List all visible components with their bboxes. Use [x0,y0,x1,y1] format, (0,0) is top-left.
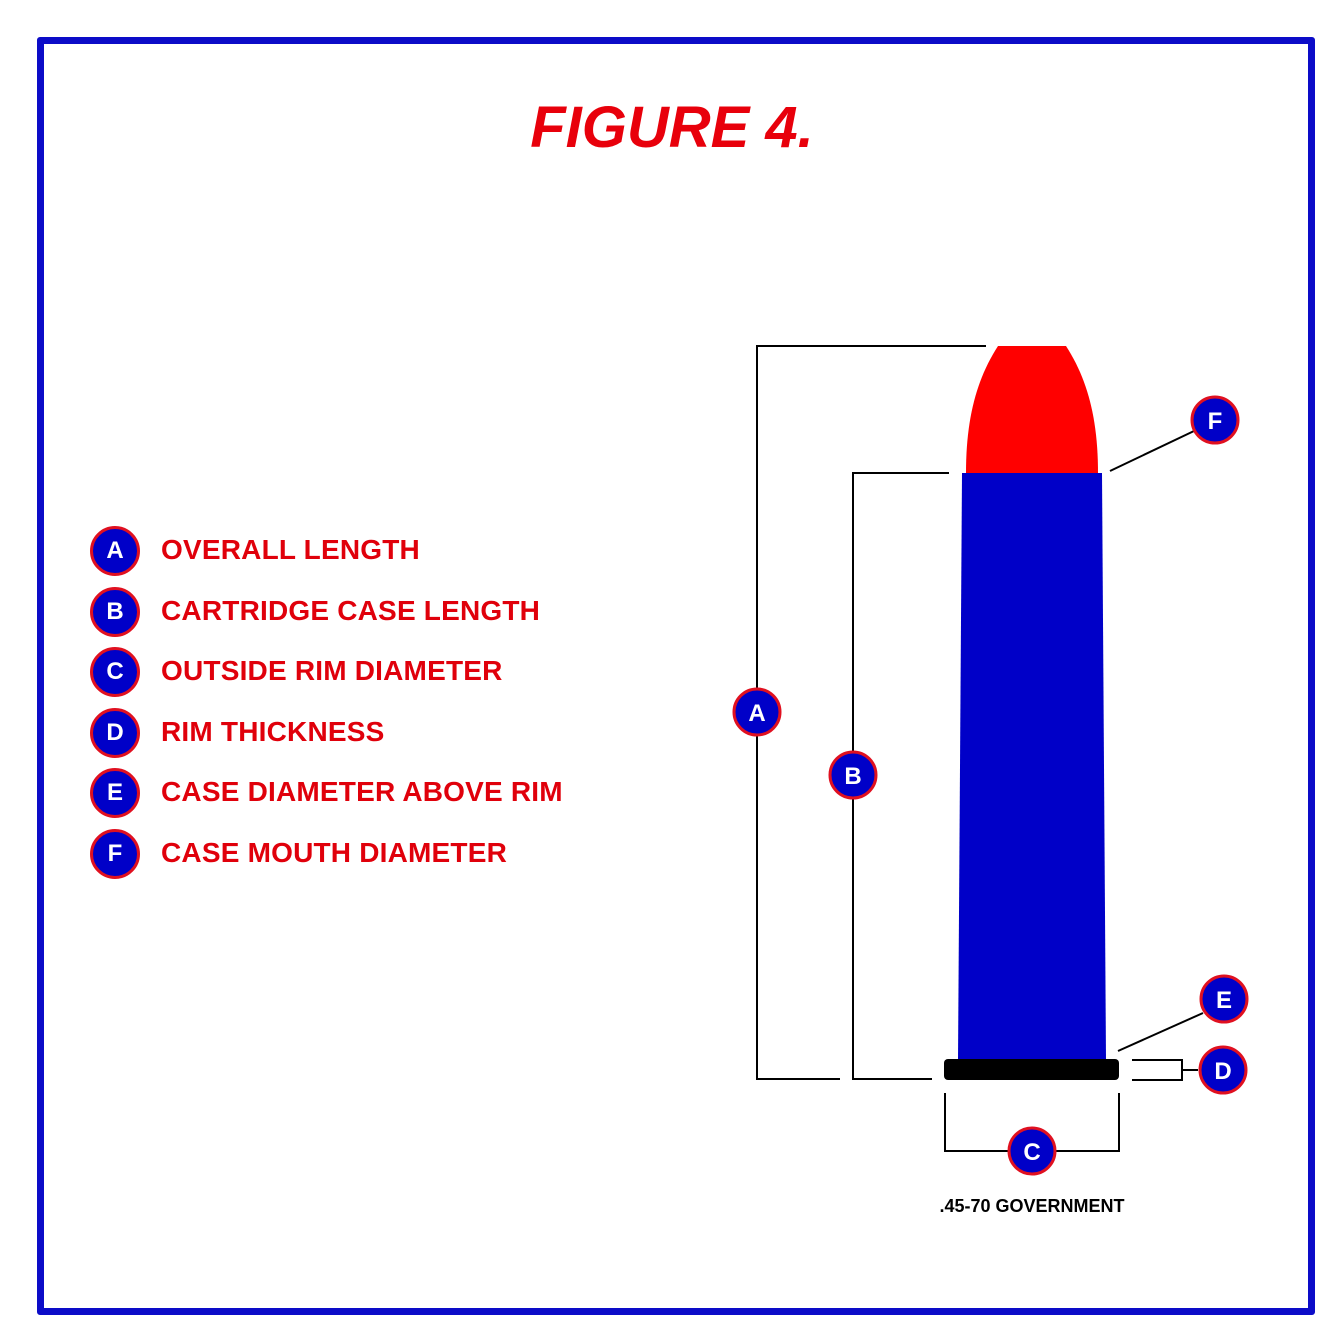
legend-badge-f: F [90,829,140,879]
marker-b-label: B [844,763,861,790]
legend-item-c: C OUTSIDE RIM DIAMETER [90,647,610,697]
legend-label-d: RIM THICKNESS [161,716,385,747]
legend-label-f: CASE MOUTH DIAMETER [161,837,508,868]
marker-f-label: F [1208,408,1223,435]
marker-d: D [1198,1045,1248,1095]
legend-item-d: D RIM THICKNESS [90,708,610,758]
marker-c: C [1007,1126,1057,1176]
legend-item-e: E CASE DIAMETER ABOVE RIM [90,768,610,818]
legend-label-e: CASE DIAMETER ABOVE RIM [161,776,563,807]
legend-label-a: OVERALL LENGTH [161,534,420,565]
leader-line-f [1109,430,1195,472]
figure-frame [37,37,1315,1315]
marker-e: E [1199,974,1249,1024]
marker-d-label: D [1214,1058,1231,1085]
marker-f: F [1190,395,1240,445]
marker-a-label: A [748,700,765,727]
marker-c-label: C [1023,1139,1040,1166]
legend-label-b: CARTRIDGE CASE LENGTH [161,595,541,626]
leader-line-e [1117,1012,1204,1052]
legend-item-a: A OVERALL LENGTH [90,526,610,576]
legend-badge-d: D [90,708,140,758]
legend-badge-a: A [90,526,140,576]
legend-item-b: B CARTRIDGE CASE LENGTH [90,587,610,637]
marker-a: A [732,687,782,737]
legend-item-f: F CASE MOUTH DIAMETER [90,829,610,879]
cartridge-case [958,473,1106,1060]
figure-title: FIGURE 4. [530,95,814,160]
legend-badge-e: E [90,768,140,818]
dimension-line-a [756,345,986,1080]
dimension-line-d [1132,1059,1183,1081]
bullet-shape [966,346,1098,473]
cartridge-rim [944,1059,1119,1080]
legend-badge-b: B [90,587,140,637]
marker-e-label: E [1216,987,1232,1014]
marker-b: B [828,750,878,800]
legend-label-c: OUTSIDE RIM DIAMETER [161,655,503,686]
legend-badge-c: C [90,647,140,697]
cartridge-caption: .45-70 GOVERNMENT [939,1196,1125,1216]
